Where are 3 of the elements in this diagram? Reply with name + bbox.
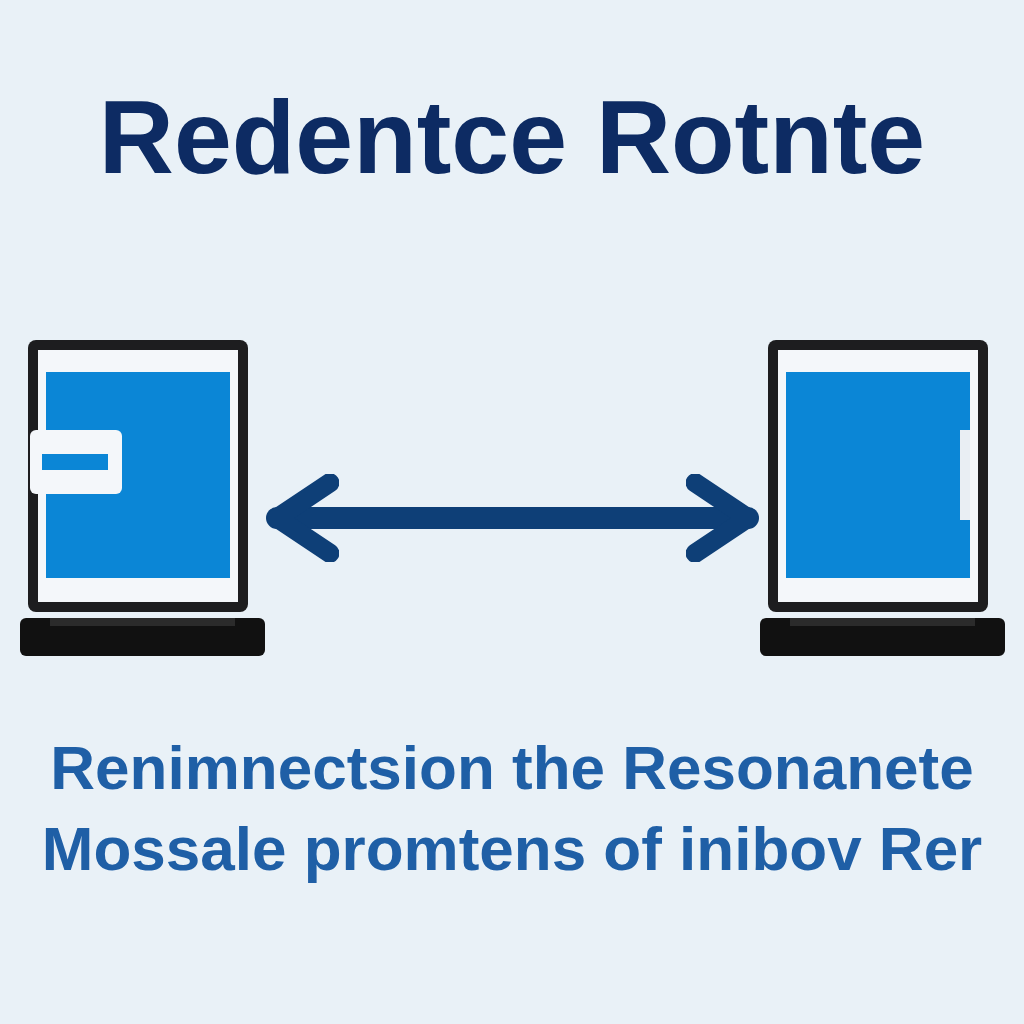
title: Redentce Rotnte	[97, 78, 927, 197]
double-arrow	[266, 473, 759, 563]
caption: Renimnectsion the Resonanete Mossale promtens of inibov Rer	[40, 732, 984, 885]
